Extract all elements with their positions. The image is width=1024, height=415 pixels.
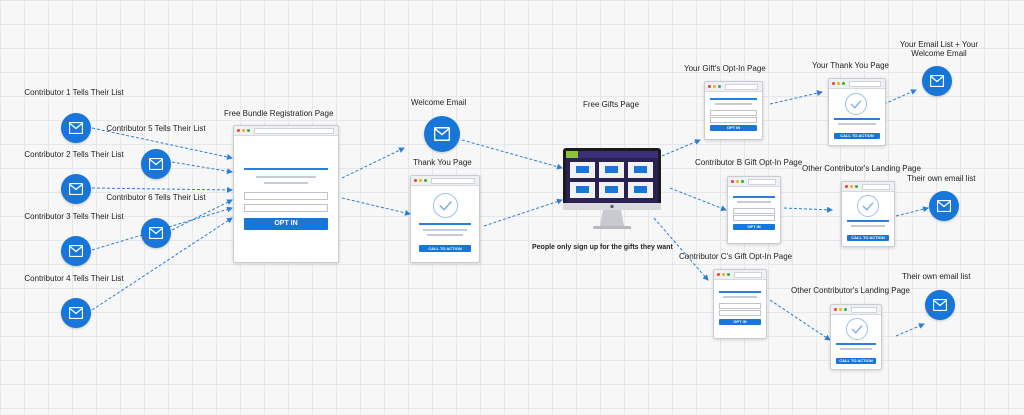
arrow-gifts-to-cc-optin [653,217,709,281]
arrow-your-optin-to-thankyou [769,90,823,105]
contributor-4-label: Contributor 4 Tells Their List [24,274,124,283]
arrow-c1-to-registration [91,127,233,160]
arrow-c3-to-registration [91,206,233,251]
imac-gifts-page [563,148,661,229]
arrow-landing1-to-ownlist [895,206,929,217]
thankyou-page-mockup: CALL TO ACTION [410,175,480,263]
arrow-cc-optin-to-landing [769,299,831,341]
other-landing-1-mockup: CALL TO ACTION [841,181,895,247]
own-list-1-label: Their own email list [907,174,976,183]
mail-icon [922,66,952,96]
arrow-gifts-to-cb-optin [669,187,727,211]
cc-optin-page-mockup: OPT IN [713,269,767,339]
arrow-c4-to-registration [91,217,233,311]
call-to-action-button: CALL TO ACTION [834,133,880,139]
arrow-registration-to-welcome [341,147,405,179]
arrow-landing2-to-ownlist [895,323,925,337]
registration-page-mockup: OPT IN [233,125,339,263]
check-icon [846,318,868,340]
your-email-label: Your Email List + Your Welcome Email [899,40,979,58]
mail-icon [61,113,91,143]
mail-icon [61,236,91,266]
check-icon [857,195,879,217]
arrow-c6-to-registration [171,199,233,231]
mail-icon [141,218,171,248]
contributor-3-label: Contributor 3 Tells Their List [24,212,124,221]
contributor-6-label: Contributor 6 Tells Their List [106,193,206,202]
check-icon [433,193,458,218]
call-to-action-button: CALL TO ACTION [836,358,876,364]
your-optin-label: Your Gift's Opt-In Page [684,64,766,73]
call-to-action-button: CALL TO ACTION [419,245,471,252]
cc-optin-label: Contributor C's Gift Opt-In Page [679,252,793,261]
other-landing-1-label: Other Contributor's Landing Page [802,164,921,173]
cb-optin-label: Contributor B Gift Opt-In Page [695,158,803,167]
your-optin-page-mockup: OPT IN [704,81,763,140]
contributor-2-label: Contributor 2 Tells Their List [24,150,124,159]
opt-in-button: OPT IN [719,319,761,325]
thankyou-label: Thank You Page [413,158,472,167]
arrow-thankyou-to-gifts [483,198,563,227]
mail-icon [61,298,91,328]
arrow-c2-to-registration [91,186,233,193]
other-landing-2-mockup: CALL TO ACTION [830,304,882,370]
call-to-action-button: CALL TO ACTION [847,235,889,241]
mail-icon [424,116,460,152]
opt-in-button: OPT IN [733,224,775,230]
arrow-welcome-to-gifts [461,139,563,170]
check-icon [845,93,867,115]
opt-in-button: OPT IN [710,125,757,131]
gifts-caption: People only sign up for the gifts they w… [532,244,673,251]
contributor-1-label: Contributor 1 Tells Their List [24,88,124,97]
arrow-c5-to-registration [171,161,233,175]
cb-optin-page-mockup: OPT IN [727,176,781,244]
contributor-5-label: Contributor 5 Tells Their List [106,124,206,133]
other-landing-2-label: Other Contributor's Landing Page [791,286,910,295]
arrow-registration-to-thankyou [341,197,411,216]
mail-icon [929,191,959,221]
arrow-cb-optin-to-landing [783,206,833,213]
mail-icon [141,149,171,179]
own-list-2-label: Their own email list [902,272,971,281]
registration-label: Free Bundle Registration Page [224,109,334,118]
your-thankyou-label: Your Thank You Page [812,61,889,70]
gifts-label: Free Gifts Page [583,100,640,109]
opt-in-button: OPT IN [244,218,328,230]
arrow-gifts-to-your-optin [661,139,701,157]
arrow-your-thankyou-to-email [883,89,917,105]
your-thankyou-page-mockup: CALL TO ACTION [828,78,886,146]
welcome-email-label: Welcome Email [411,98,467,107]
mail-icon [925,290,955,320]
mail-icon [61,174,91,204]
